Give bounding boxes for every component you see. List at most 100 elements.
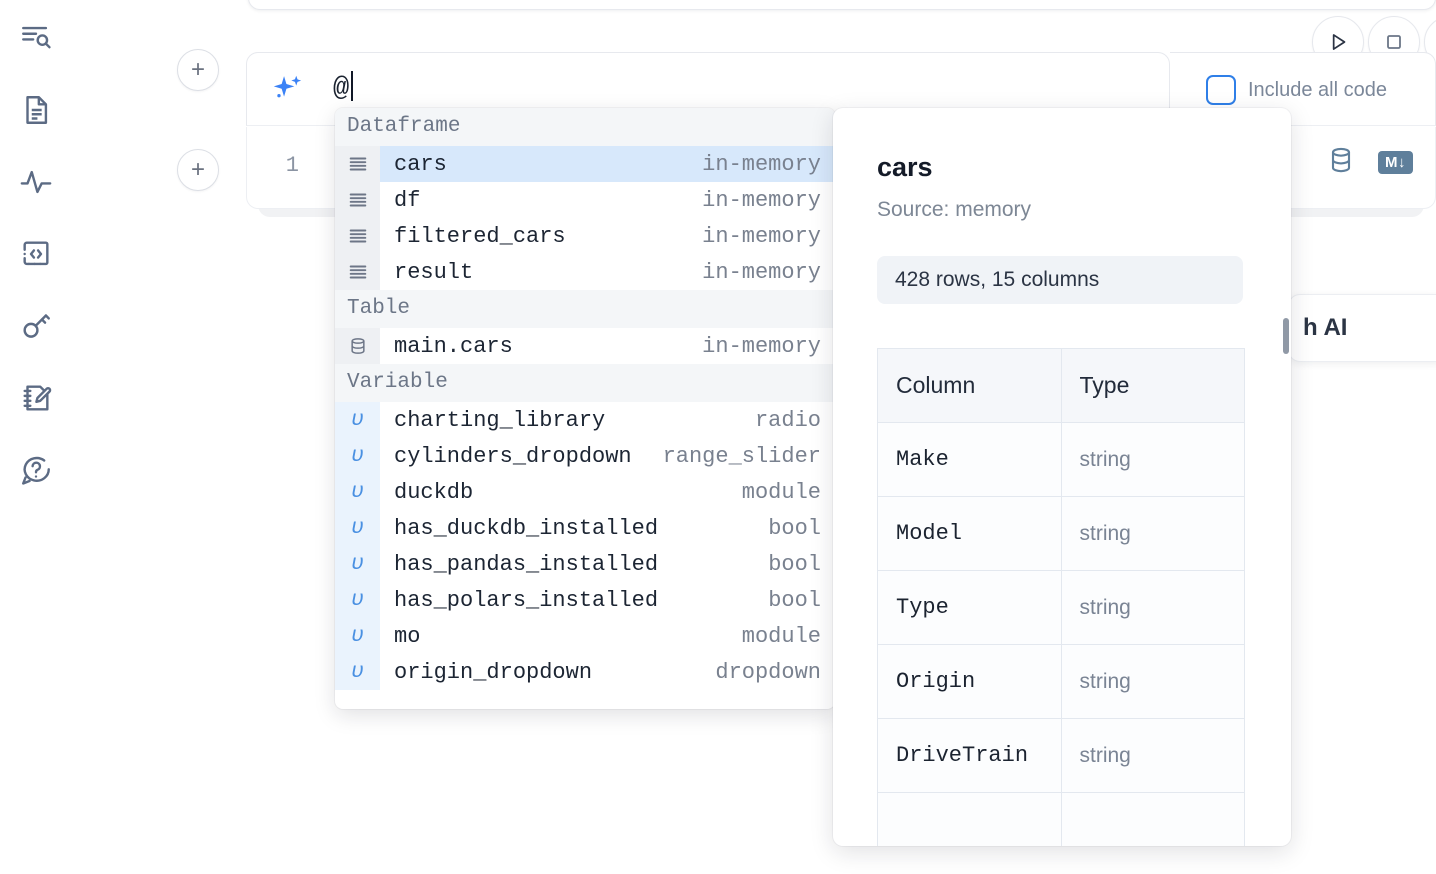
preview-title: cars — [877, 152, 933, 182]
line-number: 1 — [285, 153, 299, 178]
add-cell-above-button[interactable]: + — [177, 49, 219, 91]
code-brackets-icon[interactable] — [12, 230, 60, 278]
cell-toolbar: M↓ — [1326, 145, 1413, 180]
autocomplete-item-meta: module — [741, 623, 821, 649]
variable-icon: υ — [335, 654, 380, 690]
preview-column-type — [1060, 792, 1245, 846]
sparkle-icon — [269, 71, 307, 114]
preview-column-name: Origin — [877, 644, 1062, 719]
variable-icon: υ — [335, 546, 380, 582]
activity-icon[interactable] — [12, 158, 60, 206]
ai-prompt-value: @ — [333, 74, 350, 104]
variable-icon: υ — [335, 402, 380, 438]
autocomplete-group-header: Table — [335, 290, 835, 328]
scratchpad-icon[interactable] — [12, 374, 60, 422]
top-panel-clipped — [248, 0, 1436, 10]
preview-column-name — [877, 792, 1062, 846]
autocomplete-group-header: Dataframe — [335, 108, 835, 146]
autocomplete-item-name: filtered_cars — [394, 223, 566, 249]
variable-icon: υ — [335, 510, 380, 546]
autocomplete-item-name: has_pandas_installed — [394, 551, 659, 577]
autocomplete-item-name: cylinders_dropdown — [394, 443, 632, 469]
autocomplete-item-name: duckdb — [394, 479, 474, 505]
ai-prompt-input[interactable]: @ — [333, 71, 353, 104]
autocomplete-item-name: main.cars — [394, 333, 513, 359]
generate-with-ai-label: h AI — [1303, 314, 1348, 341]
preview-column-type: string — [1060, 422, 1245, 497]
include-all-code-row[interactable]: Include all code — [1206, 75, 1387, 105]
autocomplete-item-meta: dropdown — [715, 659, 821, 685]
autocomplete-item-name: has_polars_installed — [394, 587, 659, 613]
ai-prompt-options: Include all code — [1170, 52, 1436, 126]
autocomplete-item-meta: range_slider — [662, 443, 821, 469]
autocomplete-item-meta: bool — [768, 515, 821, 541]
autocomplete-item[interactable]: υ has_pandas_installed bool — [335, 546, 835, 582]
variable-icon: υ — [335, 582, 380, 618]
preview-column-header: Type — [1060, 348, 1245, 423]
autocomplete-item[interactable]: υ origin_dropdown dropdown — [335, 654, 835, 690]
preview-column-type: string — [1060, 496, 1245, 571]
autocomplete-item[interactable]: υ charting_library radio — [335, 402, 835, 438]
autocomplete-item-meta: radio — [754, 407, 821, 433]
generate-with-ai-button[interactable]: h AI — [1288, 294, 1436, 362]
autocomplete-item[interactable]: υ has_duckdb_installed bool — [335, 510, 835, 546]
table-row-partial — [877, 792, 1245, 846]
key-icon[interactable] — [12, 302, 60, 350]
preview-column-type: string — [1060, 570, 1245, 645]
autocomplete-item[interactable]: main.cars in-memory — [335, 328, 835, 364]
include-all-code-checkbox[interactable] — [1206, 75, 1236, 105]
dataframe-icon — [335, 218, 380, 254]
autocomplete-item-meta: bool — [768, 551, 821, 577]
markdown-badge[interactable]: M↓ — [1378, 151, 1413, 174]
preview-scrollbar-thumb[interactable] — [1283, 318, 1289, 354]
preview-shape: 428 rows, 15 columns — [877, 256, 1243, 304]
preview-column-name: Make — [877, 422, 1062, 497]
add-cell-below-button[interactable]: + — [177, 149, 219, 191]
autocomplete-item-name: origin_dropdown — [394, 659, 593, 685]
autocomplete-item-meta: in-memory — [702, 223, 821, 249]
autocomplete-item[interactable]: filtered_cars in-memory — [335, 218, 835, 254]
document-icon[interactable] — [12, 86, 60, 134]
preview-column-name: Type — [877, 570, 1062, 645]
autocomplete-item[interactable]: df in-memory — [335, 182, 835, 218]
file-explorer-icon[interactable] — [12, 14, 60, 62]
autocomplete-item-name: has_duckdb_installed — [394, 515, 659, 541]
preview-column-type: string — [1060, 718, 1245, 793]
autocomplete-item-name: charting_library — [394, 407, 606, 433]
autocomplete-item-meta: in-memory — [702, 259, 821, 285]
autocomplete-item-name: mo — [394, 623, 421, 649]
autocomplete-group-header: Variable — [335, 364, 835, 402]
autocomplete-item-meta: in-memory — [702, 151, 821, 177]
database-icon[interactable] — [1326, 145, 1356, 180]
preview-column-name: Model — [877, 496, 1062, 571]
variable-icon: υ — [335, 618, 380, 654]
preview-column-name: DriveTrain — [877, 718, 1062, 793]
autocomplete-item-meta: in-memory — [702, 187, 821, 213]
autocomplete-item-meta: module — [741, 479, 821, 505]
preview-column-type: string — [1060, 644, 1245, 719]
text-caret — [350, 71, 353, 101]
autocomplete-item[interactable]: υ cylinders_dropdown range_slider — [335, 438, 835, 474]
autocomplete-item-name: df — [394, 187, 421, 213]
dataframe-icon — [335, 254, 380, 290]
icon-rail — [0, 0, 72, 874]
variable-icon: υ — [335, 474, 380, 510]
preview-column-header: Column — [877, 348, 1062, 423]
dataframe-icon — [335, 182, 380, 218]
autocomplete-item-meta: in-memory — [702, 333, 821, 359]
variable-icon: υ — [335, 438, 380, 474]
help-icon[interactable] — [12, 446, 60, 494]
